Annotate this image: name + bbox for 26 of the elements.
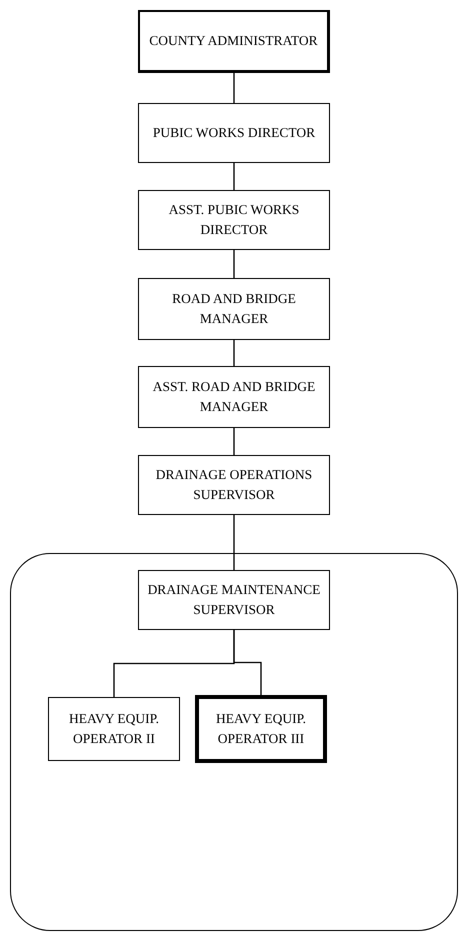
position-title: HEAVY EQUIP. OPERATOR II — [68, 710, 160, 748]
group-outline — [10, 553, 458, 931]
position-box — [138, 190, 330, 250]
position-box — [48, 697, 180, 761]
position-title: COUNTY ADMINISTRATOR — [149, 32, 318, 50]
position-title: PUBIC WORKS DIRECTOR — [152, 124, 316, 142]
connector-line — [233, 250, 235, 278]
connector-line — [233, 515, 235, 570]
position-box — [138, 278, 330, 340]
position-box — [138, 570, 330, 630]
connector-line — [233, 630, 262, 695]
position-title: ROAD AND BRIDGE MANAGER — [171, 290, 297, 328]
position-title: HEAVY EQUIP. OPERATOR III — [214, 710, 307, 748]
position-box — [138, 455, 330, 515]
position-title: ASST. PUBIC WORKS DIRECTOR — [168, 201, 300, 239]
position-title: DRAINAGE OPERATIONS SUPERVISOR — [154, 466, 314, 504]
position-box — [138, 10, 330, 73]
position-title: DRAINAGE MAINTENANCE SUPERVISOR — [146, 581, 322, 619]
connector-line — [233, 428, 235, 455]
position-box — [138, 366, 330, 428]
position-title: ASST. ROAD AND BRIDGE MANAGER — [152, 378, 316, 416]
position-box — [195, 695, 327, 763]
connector-line — [233, 163, 235, 190]
position-box — [138, 103, 330, 163]
connector-line — [233, 340, 235, 366]
connector-line — [233, 73, 235, 103]
